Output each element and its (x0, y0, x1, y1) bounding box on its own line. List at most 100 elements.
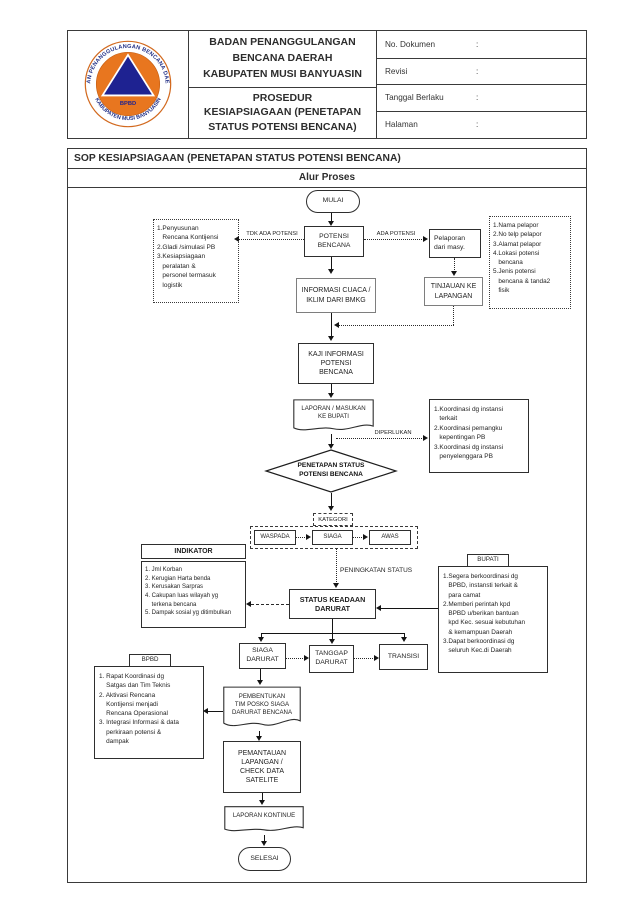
edge-line-siagad-tanggap (286, 658, 305, 659)
header-field-halaman: Halaman : (376, 111, 586, 138)
arrow-line-bmkg-kaji (331, 313, 332, 337)
document-shape (293, 399, 374, 434)
sop-title: SOP KESIAPSIAGAAN (PENETAPAN STATUS POTE… (68, 149, 586, 169)
node-siaga-darurat: SIAGA DARURAT (239, 643, 286, 669)
node-potensi-bencana: POTENSI BENCANA (304, 226, 364, 257)
arrowhead-tanggap-transisi (374, 655, 379, 661)
note-data-pelapor-list: 1.Nama pelapor 2.No telp pelapor 3.Alama… (489, 216, 571, 309)
node-label: PENETAPAN STATUS POTENSI BENCANA (297, 462, 365, 478)
arrowhead-pembentukan-bpbd (203, 708, 208, 714)
arrow-line-branch-transisi (404, 633, 405, 638)
note-bupati-list: 1.Segera berkoordinasi dg BPBD, instanst… (438, 566, 548, 673)
arrowhead-potensi-bmkg (328, 269, 334, 274)
arrowhead-siaga-awas (363, 534, 368, 540)
bpbd-logo-icon: BADAN PENANGGULANGAN BENCANA DAERAH KABU… (82, 36, 172, 128)
node-selesai: SELESAI (238, 847, 291, 871)
arrowhead-penetapan-kategori (328, 506, 334, 511)
field-label: Tanggal Berlaku (385, 93, 444, 103)
arrowhead-waspada-siaga (306, 534, 311, 540)
edge-label-tdk-ada-potensi: TDK ADA POTENSI (246, 231, 298, 237)
edge-line-tdk-ada-potensi (239, 239, 304, 240)
note-bpbd-list: 1. Rapat Koordinasi dg Satgas dan Tim Te… (94, 666, 204, 759)
arrowhead-mulai-potensi (328, 221, 334, 226)
node-waspada: WASPADA (254, 530, 296, 545)
field-colon: : (476, 66, 479, 76)
procedure-title: PROSEDUR KESIAPSIAGAAN (PENETAPAN STATUS… (203, 92, 362, 133)
arrowhead-status-indikator (246, 601, 251, 607)
arrowhead-pemantauan-laporan (259, 800, 265, 805)
document-header-table: BADAN PENANGGULANGAN BENCANA DAERAH KABU… (67, 30, 587, 139)
node-pembentukan-tim-posko: PEMBENTUKAN TIM POSKO SIAGA DARURAT BENC… (223, 686, 301, 731)
arrow-line-branch-tanggap (332, 633, 333, 640)
arrowhead-laporan-selesai (261, 841, 267, 846)
arrow-line-laporan-selesai (264, 835, 265, 842)
field-label: No. Dokumen (385, 40, 436, 49)
arrow-line-mulai-potensi (331, 213, 332, 222)
header-field-revisi: Revisi : (376, 58, 586, 86)
edge-line-ada-potensi (364, 239, 424, 240)
arrow-line-potensi-bmkg (331, 257, 332, 270)
header-divider-vertical-1 (188, 31, 190, 138)
arrowhead-siaga-status-darurat (333, 583, 339, 588)
node-informasi-cuaca-bmkg: INFORMASI CUACA / IKLIM DARI BMKG (296, 278, 376, 313)
arrow-line-siagad-pembentukan (260, 669, 261, 681)
arrow-line-status-branch-stem (332, 619, 333, 633)
arrow-line-pembentukan-pemantauan (259, 731, 260, 737)
edge-line-waspada-siaga (296, 537, 307, 538)
note-kesiapsiagaan-list: 1.Penyusunan Rencana Kontijensi 2.Gladi … (153, 219, 239, 303)
arrowhead-ada-potensi (423, 236, 428, 242)
node-laporan-masukan-bupati: LAPORAN / MASUKAN KE BUPATI (293, 399, 374, 434)
node-label: LAPORAN KONTINUE (232, 812, 296, 820)
diamond-shape (264, 449, 398, 493)
node-laporan-kontinue: LAPORAN KONTINUE (224, 806, 304, 834)
logo-acronym-text: BPBD (120, 101, 136, 107)
edge-line-pelaporan-tinjauan (454, 258, 455, 272)
document-shape (223, 686, 301, 731)
arrowhead-tinjauan-return (334, 322, 339, 328)
group-kategori-frame (250, 526, 418, 549)
arrow-line-branch-siaga-darurat (261, 633, 262, 638)
bpbd-logo: BADAN PENANGGULANGAN BENCANA DAERAH KABU… (82, 36, 172, 128)
arrowhead-pembentukan-pemantauan (256, 736, 262, 741)
node-indikator-title: INDIKATOR (141, 544, 246, 559)
node-penetapan-status-decision: PENETAPAN STATUS POTENSI BENCANA (264, 449, 398, 493)
arrow-line-pemantauan-laporan (262, 793, 263, 801)
arrowhead-tdk-ada-potensi (234, 236, 239, 242)
node-pelaporan-masyarakat: Pelaporan dari masy. (429, 229, 481, 258)
header-field-tanggal-berlaku: Tanggal Berlaku : (376, 84, 586, 113)
header-field-no-dokumen: No. Dokumen : (376, 31, 586, 59)
node-pemantauan-lapangan: PEMANTAUAN LAPANGAN / CHECK DATA SATELIT… (223, 741, 301, 793)
arrowhead-laporan-penetapan (328, 444, 334, 449)
arrow-line-kaji-laporan (331, 384, 332, 394)
edge-label-peningkatan-status: PENINGKATAN STATUS (340, 567, 413, 574)
arrowhead-bmkg-kaji (328, 336, 334, 341)
node-transisi: TRANSISI (379, 644, 428, 670)
edge-line-tinjauan-return (339, 325, 454, 326)
edge-line-tinjauan-down (453, 306, 454, 325)
edge-line-diperlukan (336, 438, 424, 439)
arrowhead-kaji-laporan (328, 393, 334, 398)
field-label: Revisi (385, 66, 408, 76)
document-shape (224, 806, 304, 834)
section-title-alur-proses: Alur Proses (68, 169, 586, 188)
edge-label-ada-potensi: ADA POTENSI (376, 231, 416, 237)
field-colon: : (476, 40, 479, 49)
node-label: PEMBENTUKAN TIM POSKO SIAGA DARURAT BENC… (231, 692, 293, 717)
node-tanggap-darurat: TANGGAP DARURAT (309, 645, 354, 673)
field-label: Halaman (385, 120, 418, 130)
field-colon: : (476, 93, 479, 103)
node-awas: AWAS (369, 530, 411, 545)
field-colon: : (476, 120, 479, 130)
edge-line-siaga-status-darurat (336, 549, 337, 584)
node-mulai: MULAI (306, 190, 360, 213)
arrowhead-siagad-pembentukan (257, 680, 263, 685)
node-status-keadaan-darurat: STATUS KEADAAN DARURAT (289, 589, 376, 619)
edge-line-tanggap-transisi (354, 658, 375, 659)
node-kaji-informasi: KAJI INFORMASI POTENSI BENCANA (298, 343, 374, 384)
arrow-line-penetapan-kategori (331, 493, 332, 507)
flowchart-container: SOP KESIAPSIAGAAN (PENETAPAN STATUS POTE… (67, 148, 587, 883)
edge-line-status-indikator (251, 604, 289, 605)
arrow-line-bupati-status (381, 608, 438, 609)
arrowhead-branch-siaga-darurat (258, 637, 264, 642)
